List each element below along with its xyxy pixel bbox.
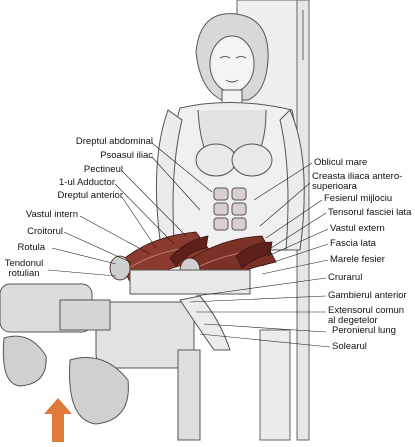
label-oblicul-mare: Oblicul mare [314, 157, 368, 168]
label-tendonul-rotulian: Tendonul rotulian [4, 258, 44, 279]
label-extensorul-comun: Extensorul comun al degetelor [328, 305, 405, 326]
label-croitorul: Croitorul [27, 226, 63, 237]
label-psoasul-iliac: Psoasul iliac [100, 150, 153, 161]
athlete-feet [2, 335, 129, 425]
label-1-ul-adductor: 1-ul Adductor [59, 177, 115, 188]
pointer-lines [47, 142, 331, 348]
label-vastul-intern: Vastul intern [25, 209, 78, 220]
movement-arrow-icon [44, 398, 72, 442]
label-gambierul-anterior: Gambierul anterior [328, 290, 407, 301]
leg-extension-pads [0, 269, 251, 441]
label-dreptul-abdominal: Dreptul abdominal [75, 136, 153, 147]
label-creasta-iliaca: Creasta iliaca antero-superioara [312, 171, 403, 192]
label-crurarul: Crurarul [328, 272, 363, 283]
label-solearul: Solearul [332, 341, 367, 352]
label-pectineul: Pectineul [83, 164, 123, 175]
label-marele-fesier: Marele fesier [330, 254, 385, 265]
label-tensorul-fasciei-lata: Tensorul fasciei lata [328, 207, 412, 218]
label-dreptul-anterior: Dreptul anterior [57, 190, 123, 201]
label-fesierul-mijlociu: Fesierul mijlociu [324, 193, 393, 204]
label-vastul-extern: Vastul extern [330, 223, 385, 234]
label-peronierul-lung: Peronierul lung [332, 325, 396, 336]
label-rotula: Rotula [17, 242, 45, 253]
athlete-torso [155, 101, 305, 251]
label-fascia-lata: Fascia lata [330, 238, 376, 249]
